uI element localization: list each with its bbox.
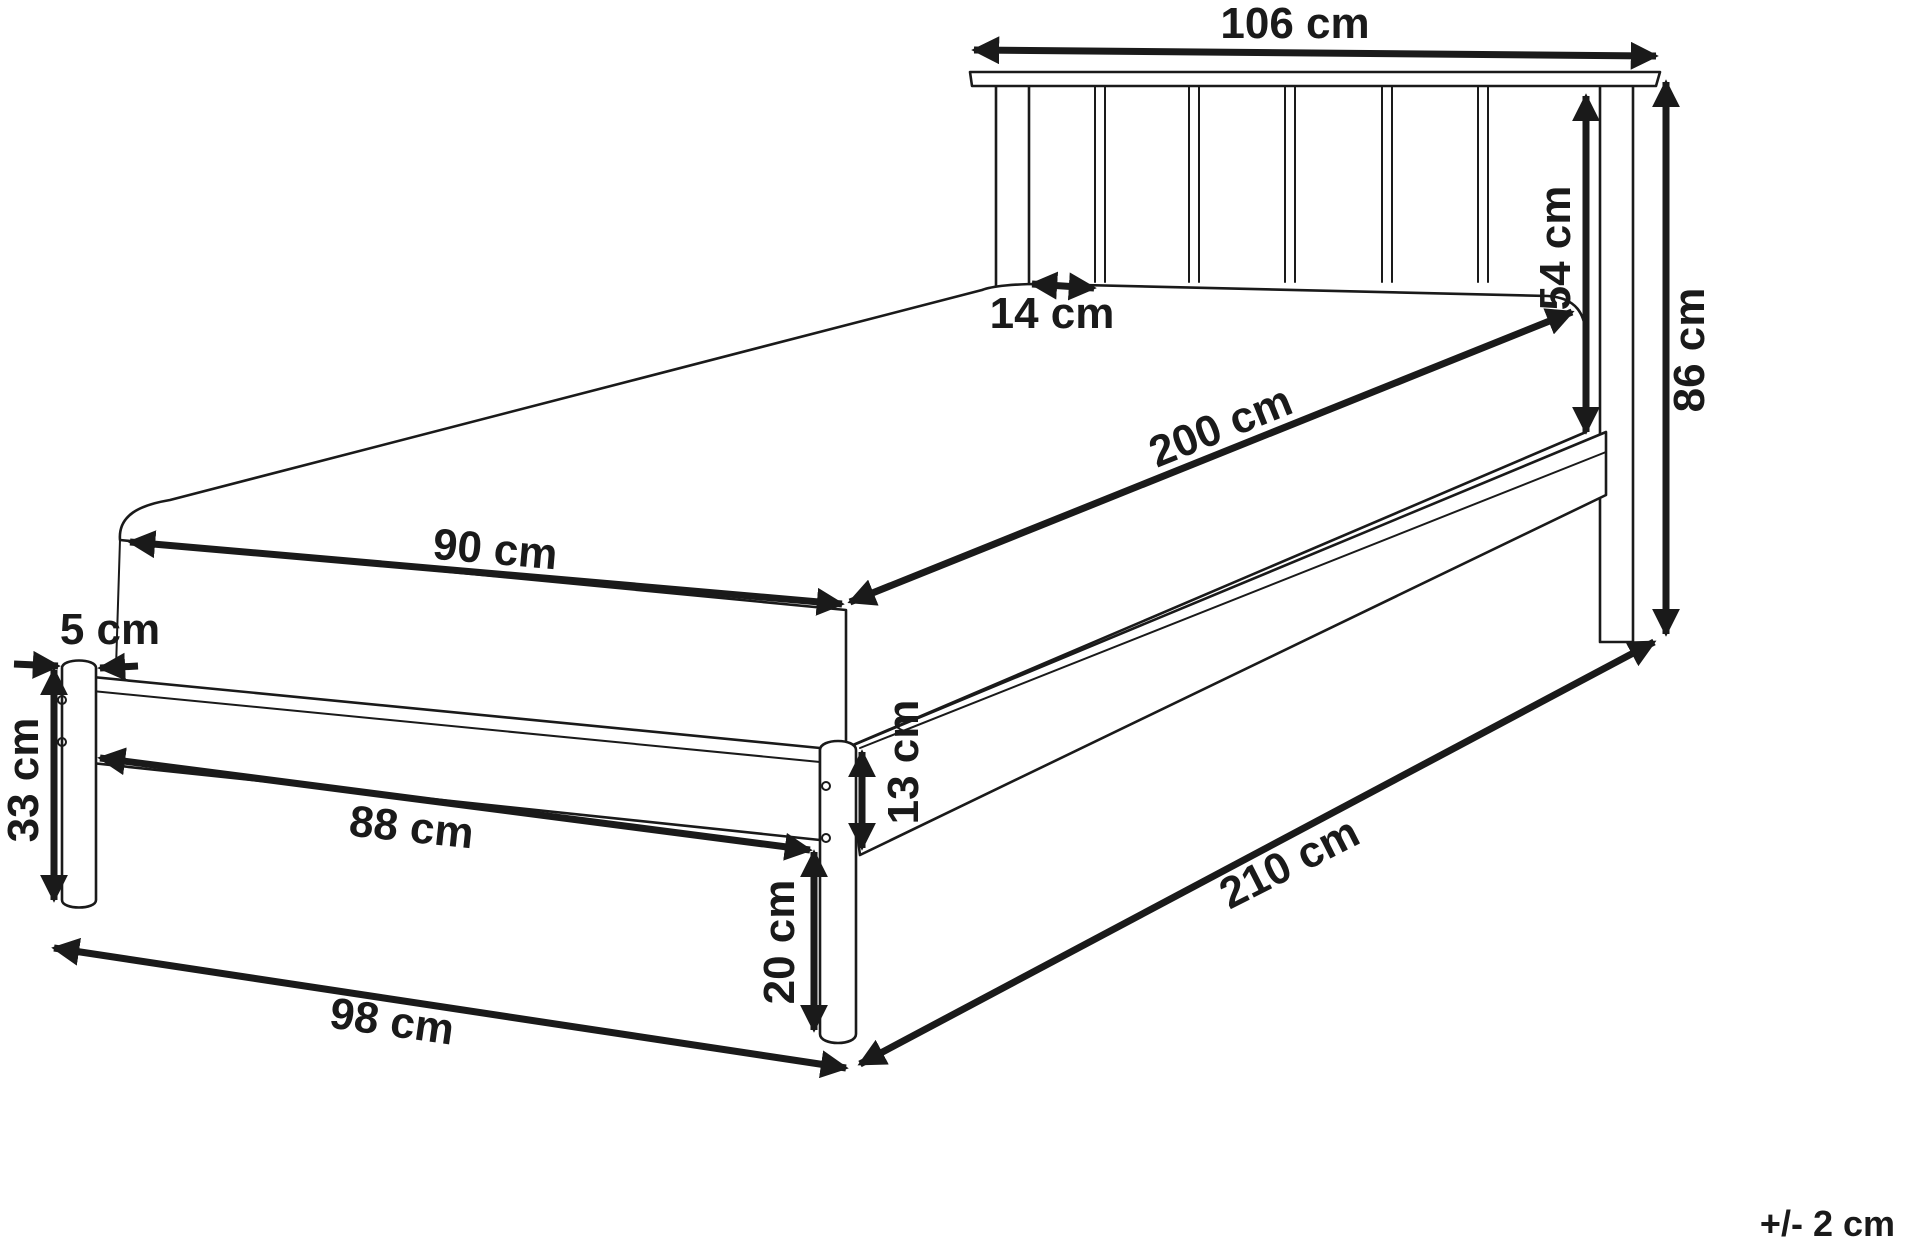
- arrow-14: [1029, 271, 1097, 301]
- arrow-106: [971, 36, 1659, 70]
- label-foot-height: 33 cm: [0, 718, 48, 843]
- label-leg-height: 20 cm: [755, 880, 804, 1005]
- label-mattress-width: 90 cm: [431, 520, 560, 580]
- dimension-arrows: [13, 36, 1680, 1079]
- arrow-90: [127, 530, 845, 616]
- headboard: [968, 70, 1662, 644]
- mattress-top: [118, 282, 1588, 750]
- arrow-5-left: [13, 650, 61, 679]
- mattress: [115, 282, 1588, 750]
- label-total-width: 98 cm: [327, 989, 457, 1055]
- label-rail-height: 13 cm: [879, 700, 928, 825]
- foot-right-post: [818, 739, 858, 1045]
- arrow-88: [97, 747, 813, 861]
- headboard-slats: [1094, 85, 1489, 283]
- label-headboard-height: 54 cm: [1531, 186, 1580, 311]
- label-post-gap: 14 cm: [990, 289, 1115, 338]
- label-post-width: 5 cm: [60, 605, 160, 654]
- headboard-left-post: [994, 80, 1031, 294]
- headboard-top-rail: [968, 70, 1662, 88]
- arrow-98: [51, 937, 849, 1079]
- label-total-length: 210 cm: [1212, 807, 1367, 918]
- arrow-5-right: [97, 652, 139, 681]
- label-headboard-width: 106 cm: [1220, 0, 1369, 48]
- headboard-right-post: [1598, 80, 1635, 644]
- tolerance-note: +/- 2 cm: [1760, 1203, 1895, 1244]
- arrow-200: [847, 308, 1575, 606]
- foot-left-post: [60, 659, 98, 909]
- arrow-210: [857, 638, 1657, 1068]
- label-total-height: 86 cm: [1665, 288, 1714, 413]
